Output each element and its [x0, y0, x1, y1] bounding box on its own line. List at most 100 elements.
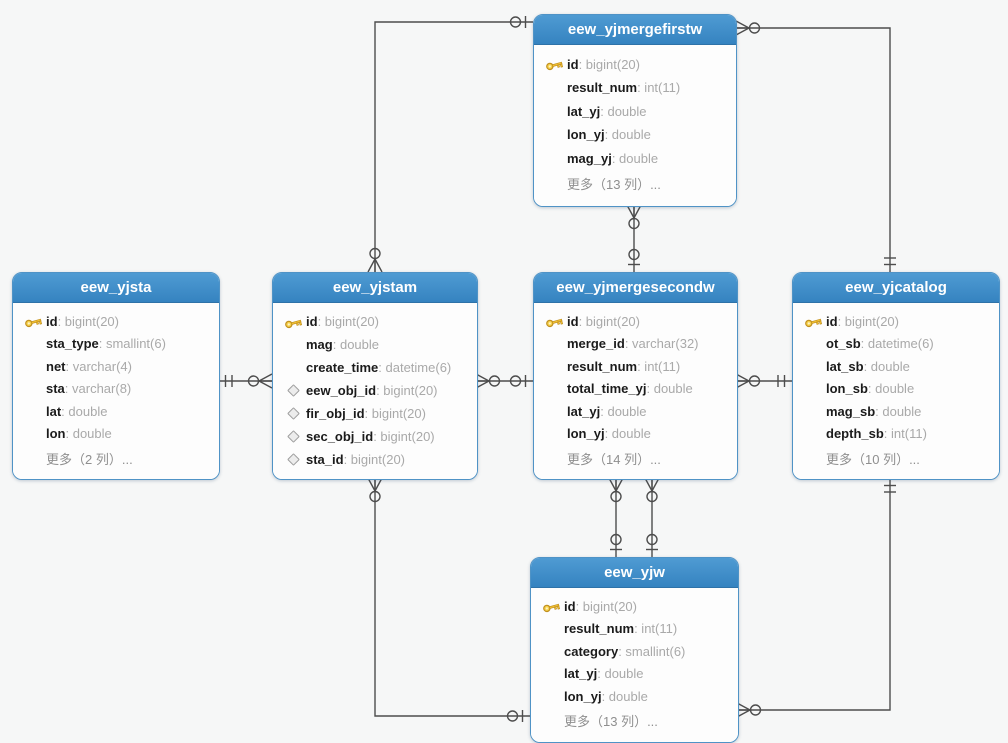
field-name: lon_yj: [567, 127, 605, 143]
field-type: : double: [601, 688, 648, 704]
more-fields-row[interactable]: 更多（10 列）...: [800, 449, 993, 468]
more-fields-label: 更多（13 列）...: [567, 177, 661, 193]
field-row[interactable]: lon_yj: double: [541, 426, 731, 441]
field-type: : int(11): [883, 426, 927, 441]
field-row[interactable]: id: bigint(20): [280, 314, 471, 329]
relationship-eew_yjsta-eew_yjstam[interactable]: [218, 373, 273, 389]
field-row[interactable]: total_time_yj: double: [541, 381, 731, 396]
field-row[interactable]: category: smallint(6): [538, 644, 732, 659]
table-title[interactable]: eew_yjmergefirstw: [534, 15, 736, 45]
primary-key-icon: [542, 603, 560, 613]
field-row[interactable]: id: bigint(20): [800, 314, 993, 329]
field-row[interactable]: net: varchar(4): [20, 359, 213, 374]
table-eew_yjmergefirstw[interactable]: eew_yjmergefirstw id: bigint(20) result_n…: [533, 14, 737, 207]
relationship-eew_yjmergesecondw-eew_yjw[interactable]: [644, 477, 660, 557]
relationship-eew_yjstam-eew_yjw[interactable]: [367, 477, 530, 722]
field-row[interactable]: lat_yj: double: [541, 104, 730, 119]
field-name: lat_yj: [564, 666, 598, 682]
field-row[interactable]: merge_id: varchar(32): [541, 336, 731, 351]
table-title[interactable]: eew_yjstam: [273, 273, 477, 303]
field-row[interactable]: result_num: int(11): [541, 359, 731, 374]
relationship-eew_yjmergefirstw-eew_yjmergesecondw[interactable]: [626, 204, 642, 272]
field-row[interactable]: depth_sb: int(11): [800, 426, 993, 441]
field-type: : smallint(6): [98, 336, 166, 351]
field-row[interactable]: lat_yj: double: [538, 666, 732, 681]
table-fields: id: bigint(20) result_num: int(11) lat_yj:…: [534, 45, 736, 206]
field-type: : double: [604, 127, 651, 143]
field-name: lon_yj: [567, 426, 605, 441]
field-row[interactable]: id: bigint(20): [20, 314, 213, 329]
fk-icon-cell: [280, 453, 306, 466]
field-name: fir_obj_id: [306, 406, 365, 421]
field-name: lat: [46, 403, 62, 419]
relationship-eew_yjmergefirstw-eew_yjcatalog[interactable]: [735, 20, 896, 272]
field-row[interactable]: lon_sb: double: [800, 381, 993, 396]
table-title[interactable]: eew_yjcatalog: [793, 273, 999, 303]
field-row[interactable]: sta_type: smallint(6): [20, 336, 213, 351]
table-title[interactable]: eew_yjmergesecondw: [534, 273, 737, 303]
table-eew_yjsta[interactable]: eew_yjsta id: bigint(20) sta_type: smalli…: [12, 272, 220, 480]
field-row[interactable]: lon_yj: double: [541, 127, 730, 142]
field-row[interactable]: create_time: datetime(6): [280, 360, 471, 375]
field-type: : varchar(8): [64, 381, 132, 396]
more-fields-row[interactable]: 更多（14 列）...: [541, 449, 731, 468]
primary-key-icon: [24, 318, 42, 328]
field-name: result_num: [567, 80, 638, 96]
relationship-eew_yjmergesecondw-eew_yjcatalog[interactable]: [735, 373, 792, 389]
field-row[interactable]: lon: double: [20, 426, 213, 441]
field-row[interactable]: mag_sb: double: [800, 404, 993, 419]
field-row[interactable]: sta_id: bigint(20): [280, 452, 471, 467]
table-title[interactable]: eew_yjsta: [13, 273, 219, 303]
field-row[interactable]: lat_yj: double: [541, 404, 731, 419]
field-type: : bigint(20): [837, 313, 899, 329]
relationship-eew_yjstam-eew_yjmergesecondw[interactable]: [475, 373, 533, 389]
field-type: : bigint(20): [373, 429, 435, 444]
more-fields-row[interactable]: 更多（13 列）...: [541, 174, 730, 193]
field-row[interactable]: ot_sb: datetime(6): [800, 336, 993, 351]
relationship-eew_yjmergesecondw-eew_yjw[interactable]: [608, 477, 624, 557]
field-row[interactable]: fir_obj_id: bigint(20): [280, 406, 471, 421]
foreign-key-icon: [286, 407, 300, 420]
relationship-eew_yjw-eew_yjcatalog[interactable]: [736, 478, 896, 718]
table-title[interactable]: eew_yjw: [531, 558, 738, 588]
field-row[interactable]: result_num: int(11): [538, 621, 732, 636]
field-row[interactable]: mag_yj: double: [541, 151, 730, 166]
field-row[interactable]: lat: double: [20, 404, 213, 419]
field-row[interactable]: id: bigint(20): [541, 314, 731, 329]
primary-key-icon: [804, 318, 822, 328]
field-name: id: [826, 313, 838, 329]
table-eew_yjcatalog[interactable]: eew_yjcatalog id: bigint(20) ot_sb: datet…: [792, 272, 1000, 480]
field-row[interactable]: mag: double: [280, 337, 471, 352]
field-row[interactable]: sec_obj_id: bigint(20): [280, 429, 471, 444]
field-row[interactable]: id: bigint(20): [538, 599, 732, 614]
field-type: : bigint(20): [376, 383, 438, 398]
field-name: id: [567, 56, 579, 72]
field-name: sta_type: [46, 336, 99, 351]
more-fields-row[interactable]: 更多（2 列）...: [20, 449, 213, 468]
field-row[interactable]: lon_yj: double: [538, 689, 732, 704]
field-row[interactable]: lat_sb: double: [800, 359, 993, 374]
field-type: : double: [611, 150, 659, 166]
field-row[interactable]: eew_obj_id: bigint(20): [280, 383, 471, 398]
more-fields-label: 更多（2 列）...: [46, 451, 133, 467]
field-name: total_time_yj: [567, 381, 647, 396]
field-name: mag: [306, 337, 333, 352]
field-type: : bigint(20): [343, 452, 405, 467]
field-type: : smallint(6): [618, 643, 686, 659]
table-eew_yjmergesecondw[interactable]: eew_yjmergesecondw id: bigint(20) merge_i…: [533, 272, 738, 480]
field-name: id: [306, 314, 318, 329]
table-eew_yjw[interactable]: eew_yjw id: bigint(20) result_num: int(11…: [530, 557, 739, 743]
field-name: lat_yj: [567, 103, 601, 119]
field-row[interactable]: id: bigint(20): [541, 57, 730, 72]
field-row[interactable]: result_num: int(11): [541, 80, 730, 95]
fk-icon-cell: [280, 407, 306, 420]
field-type: : double: [875, 403, 922, 419]
field-row[interactable]: sta: varchar(8): [20, 381, 213, 396]
field-type: : double: [863, 358, 910, 374]
relationship-eew_yjmergefirstw-eew_yjstam[interactable]: [367, 16, 533, 273]
table-fields: id: bigint(20) sta_type: smallint(6) net: …: [13, 303, 219, 479]
more-fields-row[interactable]: 更多（13 列）...: [538, 711, 732, 730]
